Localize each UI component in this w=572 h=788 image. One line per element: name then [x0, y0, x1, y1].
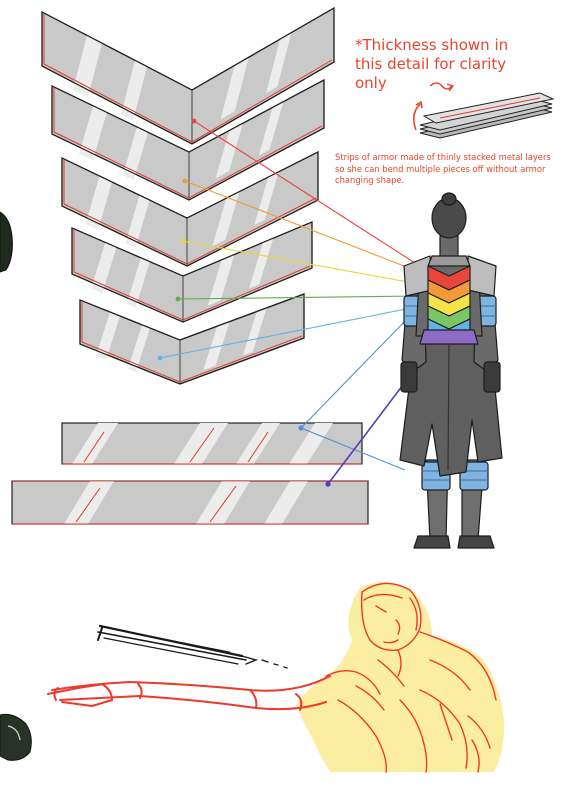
sword-sketch [98, 626, 287, 668]
curved-rotation-arrow-icon [414, 102, 422, 130]
character-back-view [400, 193, 502, 548]
chevron-armor-strips [42, 8, 334, 384]
dark-figure-fragment-top [0, 212, 12, 272]
thickness-note: *Thickness shown in this detail for clar… [355, 36, 525, 93]
straight-armor-strip-upper [62, 423, 362, 464]
figure-sketch [48, 582, 504, 772]
stacked-layers-detail [420, 93, 553, 138]
dark-figure-fragment-bottom [0, 714, 31, 760]
straight-armor-strip-lower [12, 481, 368, 524]
armor-strips-note: Strips of armor made of thinly stacked m… [335, 152, 571, 187]
